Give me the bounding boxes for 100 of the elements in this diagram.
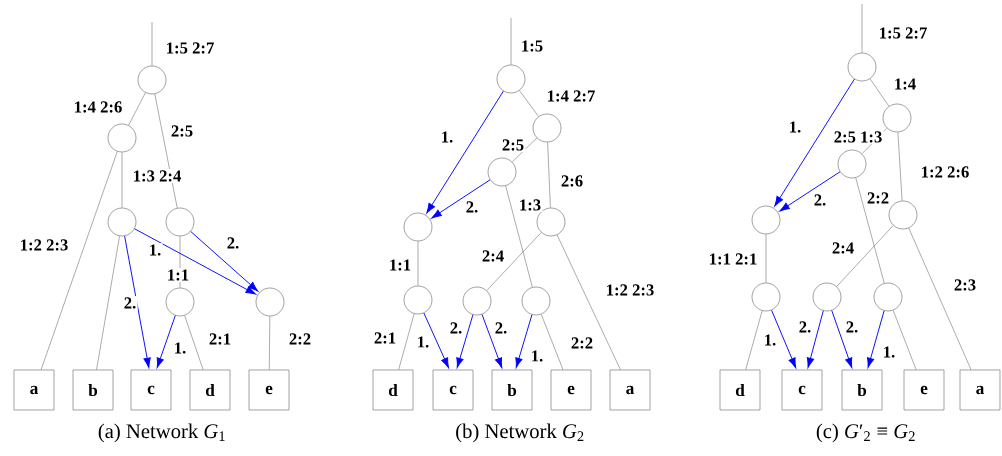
edge-label: 1:2 2:3 xyxy=(18,238,70,252)
edge-label: 1:5 2:7 xyxy=(877,26,929,40)
circle-node xyxy=(165,207,195,237)
edge-label: 2:1 xyxy=(372,331,398,345)
leaf-box: b xyxy=(841,369,883,411)
arrow xyxy=(481,313,503,369)
connector-line xyxy=(121,152,123,208)
circle-node xyxy=(847,52,877,82)
edge-label: 2:2 xyxy=(865,191,891,205)
circle-node xyxy=(521,286,551,316)
circle-node xyxy=(888,200,918,230)
leaf-box: d xyxy=(189,369,231,411)
circle-node xyxy=(532,113,562,143)
circle-node xyxy=(812,282,842,312)
edge-label: 1. xyxy=(147,243,163,257)
edge-label: 2. xyxy=(493,321,509,335)
edge-label: 2:1 xyxy=(207,332,233,346)
connector-line xyxy=(556,234,621,370)
circle-node xyxy=(882,103,912,133)
leaf-box: c xyxy=(432,369,474,411)
connector-line xyxy=(154,93,178,209)
arrow xyxy=(774,78,855,207)
edge-label: 1. xyxy=(439,130,455,144)
edge-label: 2:5 1:3 xyxy=(832,130,884,144)
connector-line xyxy=(519,90,539,117)
edge-label: 1. xyxy=(172,341,188,355)
connector-line xyxy=(897,132,903,201)
connector-line xyxy=(861,3,863,53)
edge-label: 2. xyxy=(812,193,828,207)
leaf-box: d xyxy=(372,369,414,411)
leaf-box: b xyxy=(72,369,114,411)
connector-line xyxy=(745,310,763,370)
connector-line xyxy=(486,232,542,291)
connector-line xyxy=(184,315,204,370)
arrow xyxy=(779,171,841,212)
edge-label: 2. xyxy=(122,296,138,310)
edge-label: 1:5 2:7 xyxy=(164,41,216,55)
edge-label: 1:4 2:6 xyxy=(72,100,124,114)
edge-label: 2. xyxy=(464,200,480,214)
connector-line xyxy=(869,78,890,107)
circle-node xyxy=(837,149,867,179)
connector-line xyxy=(510,17,512,65)
circle-node xyxy=(496,64,526,94)
leaf-box: a xyxy=(609,369,651,411)
leaf-box: d xyxy=(719,369,761,411)
leaf-box: a xyxy=(959,369,1001,411)
circle-node xyxy=(751,205,781,235)
arrow xyxy=(190,231,259,292)
edge-label: 2. xyxy=(797,320,813,334)
connector-line xyxy=(855,177,885,284)
leaf-box: e xyxy=(903,369,945,411)
connector-line xyxy=(836,225,894,287)
edge-label: 1:2 2:3 xyxy=(604,283,656,297)
arrow xyxy=(456,314,474,369)
edge-label: 1:5 xyxy=(519,39,545,53)
leaf-box: c xyxy=(781,369,823,411)
edge-label: 2:2 xyxy=(287,332,313,346)
arrow xyxy=(515,314,533,369)
connector-line xyxy=(40,151,118,370)
edge-label: 2:6 xyxy=(559,174,585,188)
edge-label: 2:4 xyxy=(830,241,856,255)
arrow xyxy=(806,310,824,369)
leaf-box: b xyxy=(491,369,533,411)
edge-label: 1. xyxy=(529,349,545,363)
connector-line xyxy=(417,241,419,286)
connector-line xyxy=(128,92,146,126)
circle-node xyxy=(137,65,167,95)
connector-line xyxy=(547,142,551,208)
arrow xyxy=(431,179,491,219)
arrow xyxy=(156,315,176,369)
edge-label: 1. xyxy=(762,333,778,347)
circle-node xyxy=(487,157,517,187)
edge-label: 1:3 xyxy=(517,198,543,212)
connector-line xyxy=(151,21,153,66)
connector-line xyxy=(511,137,538,163)
edge-label: 2. xyxy=(448,321,464,335)
edge-label: 1:1 2:1 xyxy=(707,252,759,266)
circle-node xyxy=(403,285,433,315)
edge-label: 1:3 2:4 xyxy=(131,169,183,183)
arrow xyxy=(831,310,853,369)
circle-node xyxy=(751,282,781,312)
edge-label: 2:4 xyxy=(480,249,506,263)
connector-line xyxy=(505,185,533,288)
edge-label: 2:5 xyxy=(500,138,526,152)
connector-line xyxy=(540,314,564,370)
edge-label: 2:2 xyxy=(569,336,595,350)
edge-label: 2:3 xyxy=(952,278,978,292)
edge-label: 1:1 xyxy=(165,268,191,282)
caption: (a) Network G$_{1}$ xyxy=(98,423,225,443)
connector-line xyxy=(765,234,767,283)
edge-label: 1. xyxy=(881,345,897,359)
edge-label: 2. xyxy=(225,236,241,250)
circle-node xyxy=(255,287,285,317)
edge-label: 1. xyxy=(415,335,431,349)
connector-line xyxy=(96,235,120,370)
edge-label: 1:4 2:7 xyxy=(545,89,597,103)
leaf-box: e xyxy=(550,369,592,411)
arrow xyxy=(426,90,504,214)
arrow xyxy=(124,235,151,368)
edge-label: 1:1 xyxy=(387,258,413,272)
